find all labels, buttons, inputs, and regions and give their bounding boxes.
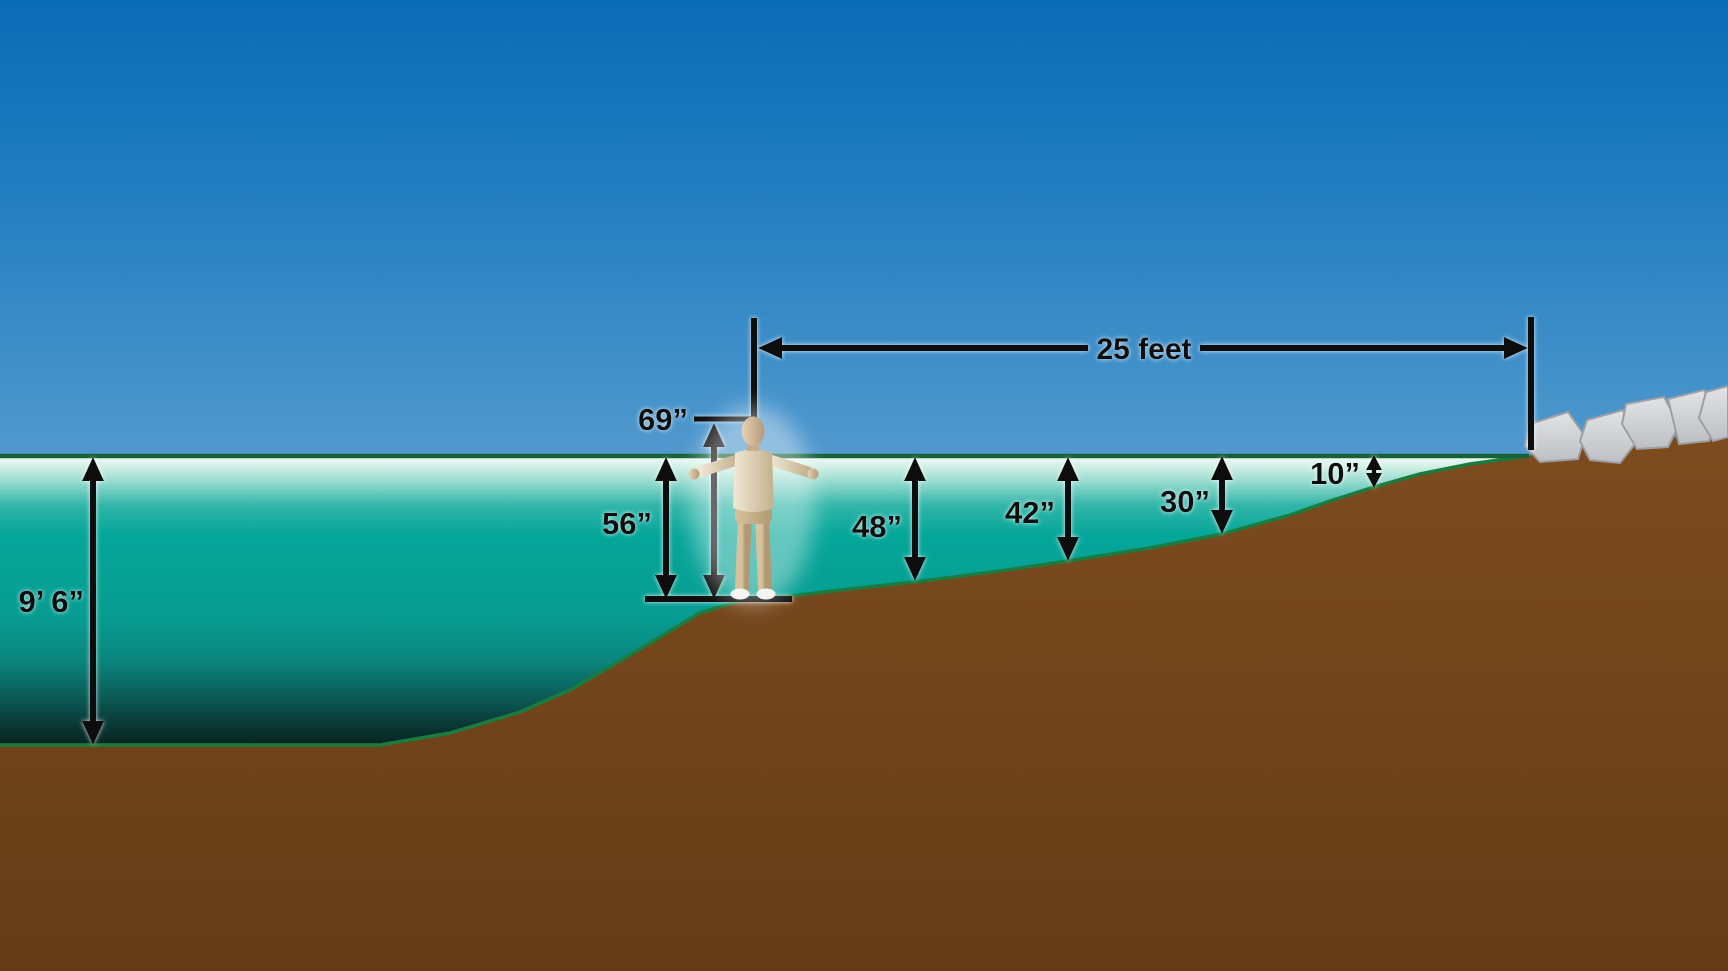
head xyxy=(741,416,765,446)
hand xyxy=(688,468,700,480)
label-9ft6: 9’ 6” xyxy=(19,584,85,619)
arrow-10 xyxy=(1366,455,1382,488)
label-56: 56” xyxy=(602,506,652,541)
shoe xyxy=(756,588,776,600)
arrow-48 xyxy=(904,457,926,581)
label-69: 69” xyxy=(638,402,688,437)
label-30: 30” xyxy=(1160,484,1210,519)
label-25-feet: 25 feet xyxy=(1096,333,1191,366)
arrow-25-feet xyxy=(758,337,1528,359)
arrow-56 xyxy=(655,457,677,599)
annotations: 9’ 6” 69” 56” xyxy=(19,317,1534,745)
label-10: 10” xyxy=(1310,456,1360,491)
ground xyxy=(0,435,1728,971)
riprap-rocks-icon xyxy=(1523,384,1728,465)
arrow-30 xyxy=(1211,456,1233,534)
shoe xyxy=(730,588,750,600)
hand xyxy=(807,468,819,480)
arrow-42 xyxy=(1057,457,1079,561)
lakebed-line xyxy=(0,454,1529,747)
label-42: 42” xyxy=(1005,495,1055,530)
arrow-9ft6 xyxy=(82,457,104,745)
label-48: 48” xyxy=(852,509,902,544)
water-body xyxy=(0,455,1528,745)
person-figure xyxy=(688,405,819,605)
